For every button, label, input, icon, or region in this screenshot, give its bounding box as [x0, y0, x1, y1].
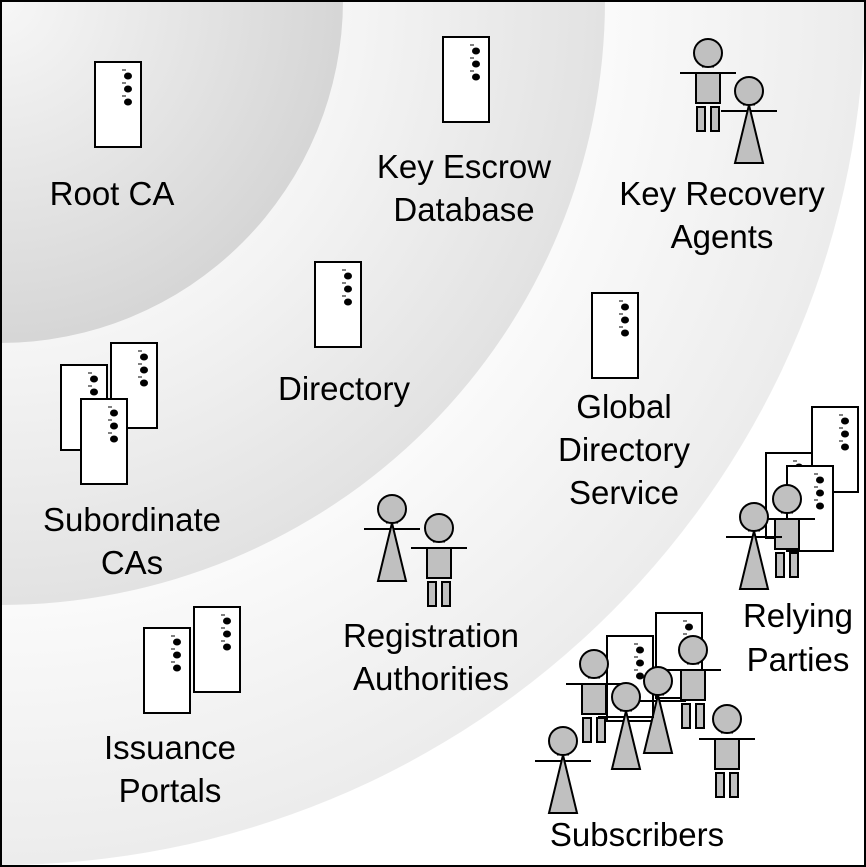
global-directory-server-icon [591, 292, 639, 379]
key-recovery-label-line1: Key Recovery [619, 175, 825, 212]
band-1 [0, 0, 343, 343]
subordinate-cas-label-line1: Subordinate [43, 501, 221, 538]
key-recovery-label-line2: Agents [671, 218, 774, 255]
key-escrow-server-icon [442, 36, 490, 123]
root-ca-server-icon [94, 61, 142, 148]
directory-label: Directory [278, 370, 411, 407]
global-directory-label-line3: Service [569, 474, 679, 511]
relying-parties-label-line2: Parties [747, 641, 850, 678]
relying-parties-label-line1: Relying [743, 597, 853, 634]
subordinate-cas-label-line2: CAs [101, 544, 163, 581]
registration-label-line2: Authorities [353, 660, 509, 697]
subscribers-label: Subscribers [550, 816, 724, 853]
key-escrow-label-line1: Key Escrow [377, 148, 551, 185]
issuance-portals-label-line1: Issuance [104, 729, 236, 766]
global-directory-label-line2: Directory [558, 431, 691, 468]
registration-label-line1: Registration [343, 617, 519, 654]
issuance-portals-label-line2: Portals [119, 772, 222, 809]
directory-server-icon [314, 261, 362, 348]
global-directory-label-line1: Global [576, 388, 671, 425]
root-ca-label: Root CA [50, 175, 175, 212]
key-escrow-label-line2: Database [393, 191, 534, 228]
